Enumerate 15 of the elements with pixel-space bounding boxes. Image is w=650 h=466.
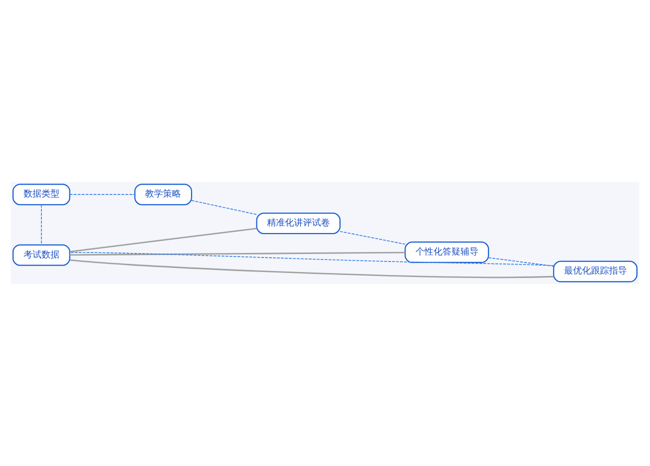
connector xyxy=(69,252,554,266)
connector xyxy=(69,194,136,195)
node-box: 教学策略 xyxy=(134,184,192,206)
node-box: 最优化跟踪指导 xyxy=(553,260,638,282)
connector xyxy=(191,200,257,215)
node-box: 数据类型 xyxy=(12,184,70,206)
connector xyxy=(70,252,406,256)
node-box: 考试数据 xyxy=(12,244,70,266)
node-box: 精准化讲评试卷 xyxy=(256,212,341,234)
node-box: 个性化答疑辅导 xyxy=(404,242,490,264)
connector xyxy=(488,257,554,267)
connector xyxy=(70,228,257,252)
connector xyxy=(340,231,406,245)
connector xyxy=(70,259,554,278)
connector xyxy=(40,204,42,246)
